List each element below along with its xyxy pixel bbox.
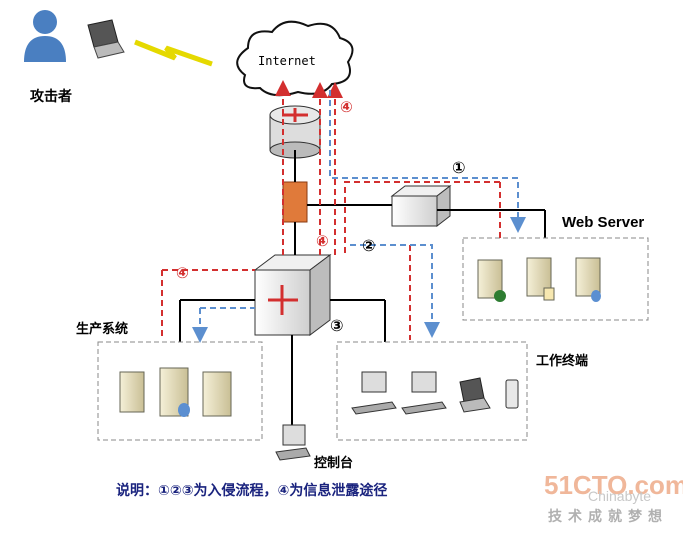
intrusion-paths: [200, 90, 526, 335]
console-label: 控制台: [314, 456, 354, 471]
marker-step3: ③: [330, 316, 344, 335]
attacker-icon: [24, 10, 66, 62]
production-zone: [97, 341, 263, 441]
console-icon: [275, 424, 311, 461]
workstation-label: 工作终端: [536, 354, 589, 369]
watermark-partner: Chinabyte: [588, 488, 652, 504]
lightning-icon: [134, 39, 213, 67]
diagram-caption: 说明：①②③为入侵流程，④为信息泄露途径: [116, 483, 388, 499]
internet-label: Internet: [258, 54, 316, 68]
production-server-icons: [119, 367, 232, 417]
core-switch-icon: [253, 254, 332, 336]
laptop-icon: [87, 19, 125, 59]
marker-leak-top: ④: [340, 98, 353, 116]
production-label: 生产系统: [76, 322, 129, 337]
network-wires: [179, 150, 546, 425]
firewall-icon: [282, 181, 308, 223]
leak-paths: [161, 80, 501, 340]
attacker-label: 攻击者: [30, 89, 72, 105]
workstation-icons: [351, 371, 519, 415]
web-server-label: Web Server: [562, 214, 645, 231]
watermark-slogan: 技术成就梦想: [548, 508, 668, 524]
marker-leak-firewall: ④: [316, 232, 329, 250]
marker-step2: ②: [362, 236, 376, 255]
marker-step1: ①: [452, 158, 466, 177]
web-server-icons: [477, 257, 601, 302]
web-server-zone: [462, 237, 649, 321]
watermark-site: 51CTO.com: [544, 470, 683, 500]
web-switch-icon: [390, 184, 452, 228]
marker-leak-left: ④: [176, 264, 189, 282]
